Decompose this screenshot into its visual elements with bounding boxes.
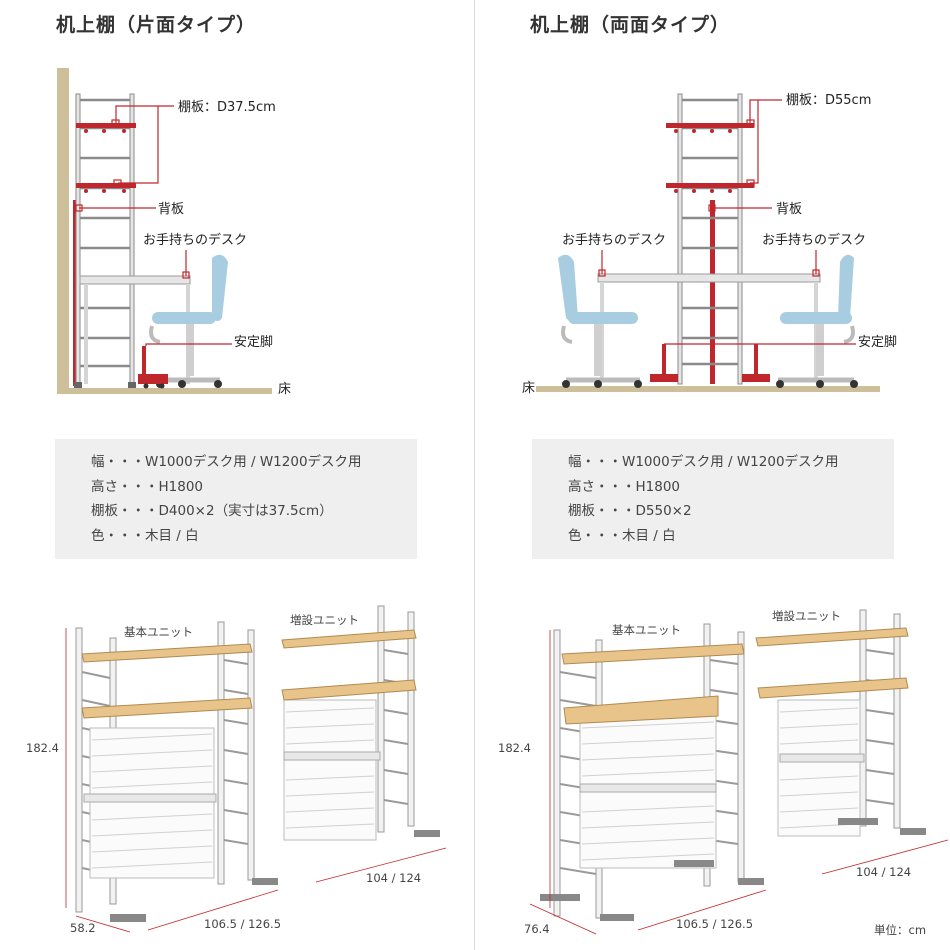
stabilizer-foot: [138, 346, 168, 389]
back-panel-callout: 背板: [776, 202, 802, 217]
foot-callout: 安定脚: [858, 334, 897, 350]
basic-unit: [75, 621, 278, 922]
extension-width-dimension: 104 / 124: [366, 871, 421, 885]
extension-unit: [755, 609, 926, 837]
desk-callout-left: お手持ちのデスク: [562, 232, 666, 248]
floor: [536, 386, 880, 392]
double-sided-panel: 机上棚（両面タイプ）: [476, 0, 950, 950]
basic-unit: [540, 623, 764, 921]
extension-unit-label: 増設ユニット: [290, 613, 359, 627]
extension-unit: [281, 605, 440, 841]
single-sided-title: 机上棚（片面タイプ）: [56, 14, 257, 36]
back-panel: [710, 200, 715, 384]
dimension-lines: [65, 628, 447, 933]
height-dimension: 182.4: [26, 741, 59, 755]
floor-callout: 床: [522, 381, 535, 396]
callout-lines: [75, 105, 232, 346]
callout-lines: [598, 99, 856, 345]
spec-shelf: 棚板・・・D400×2（実寸は37.5cm）: [91, 503, 333, 519]
shelf-boards: [76, 123, 136, 193]
spec-color: 色・・・木目 / 白: [91, 527, 199, 544]
office-chair-left: [558, 254, 642, 388]
single-sided-side-diagram: 棚板：D37.5cm 背板 お手持ちのデスク 安定脚 床: [57, 68, 291, 397]
desk-callout-right: お手持ちのデスク: [762, 232, 866, 248]
floor: [57, 388, 272, 394]
spec-height: 高さ・・・H1800: [568, 478, 681, 495]
width-dimension: 106.5 / 126.5: [676, 917, 753, 931]
double-sided-spec-box: 幅・・・W1000デスク用 / W1200デスク用 高さ・・・H1800 棚板・…: [532, 439, 894, 559]
double-sided-title: 机上棚（両面タイプ）: [530, 14, 731, 36]
basic-unit-label: 基本ユニット: [612, 623, 681, 637]
shelf-boards: [666, 123, 754, 193]
shelf-callout: 棚板：D55cm: [786, 93, 871, 108]
extension-width-dimension: 104 / 124: [856, 865, 911, 879]
dimension-lines: [529, 630, 949, 935]
back-panel-callout: 背板: [158, 202, 184, 217]
floor-callout: 床: [278, 382, 291, 397]
depth-dimension: 76.4: [524, 922, 550, 936]
unit-note: 単位：cm: [874, 923, 926, 937]
spec-color: 色・・・木目 / 白: [568, 527, 676, 544]
single-sided-panel: 机上棚（片面タイプ）: [0, 0, 474, 950]
double-sided-side-diagram: 棚板：D55cm 背板 お手持ちのデスク お手持ちのデスク 安定脚 床: [522, 93, 897, 396]
spec-width: 幅・・・W1000デスク用 / W1200デスク用: [91, 454, 362, 470]
spec-width: 幅・・・W1000デスク用 / W1200デスク用: [568, 454, 839, 470]
spec-shelf: 棚板・・・D550×2: [568, 503, 692, 519]
shelf-callout: 棚板：D37.5cm: [178, 100, 276, 115]
height-dimension: 182.4: [498, 741, 531, 755]
spec-height: 高さ・・・H1800: [91, 478, 204, 495]
office-chair-right: [776, 254, 858, 388]
extension-unit-label: 増設ユニット: [772, 609, 841, 623]
double-sided-product-illustration: 基本ユニット 増設ユニット 182.4 76.4 106.5 / 126.5 1…: [498, 609, 949, 937]
center-divider: [474, 0, 475, 950]
depth-dimension: 58.2: [70, 921, 96, 935]
single-sided-product-illustration: 基本ユニット 増設ユニット 182.4 58.2 106.5 / 126.5 1…: [26, 605, 447, 935]
stabilizer-feet: [650, 344, 770, 382]
desk-callout: お手持ちのデスク: [143, 232, 247, 248]
single-sided-spec-box: 幅・・・W1000デスク用 / W1200デスク用 高さ・・・H1800 棚板・…: [55, 439, 417, 559]
basic-unit-label: 基本ユニット: [124, 625, 193, 639]
wall: [57, 68, 69, 394]
width-dimension: 106.5 / 126.5: [204, 917, 281, 931]
foot-callout: 安定脚: [234, 334, 273, 350]
